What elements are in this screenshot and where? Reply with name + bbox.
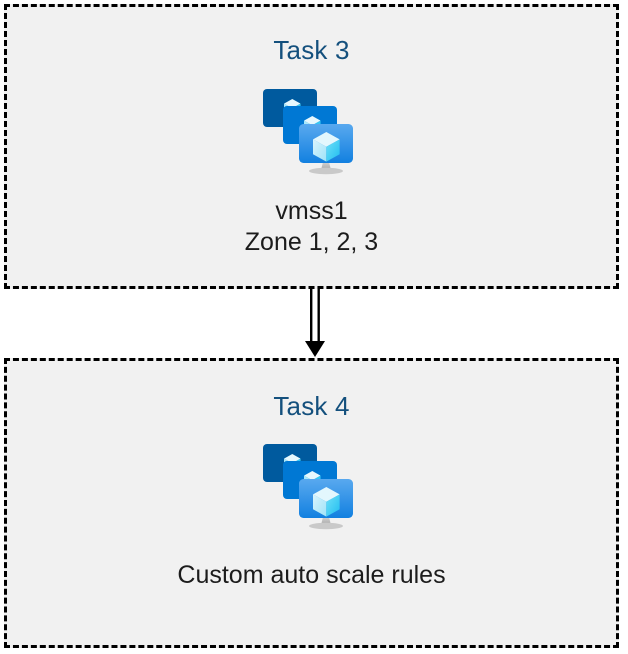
node-caption: vmss1 Zone 1, 2, 3 (244, 197, 379, 256)
task-box-task-3: Task 3 (4, 4, 619, 289)
node-caption: Custom auto scale rules (177, 561, 446, 589)
virtual-machine-scale-set-icon (258, 84, 366, 176)
task-title: Task 3 (273, 35, 350, 65)
virtual-machine-scale-set-icon (258, 439, 366, 531)
task-title: Task 4 (273, 391, 350, 421)
connector-arrow-down-icon (305, 286, 325, 357)
task-box-task-4: Task 4 (4, 358, 619, 648)
